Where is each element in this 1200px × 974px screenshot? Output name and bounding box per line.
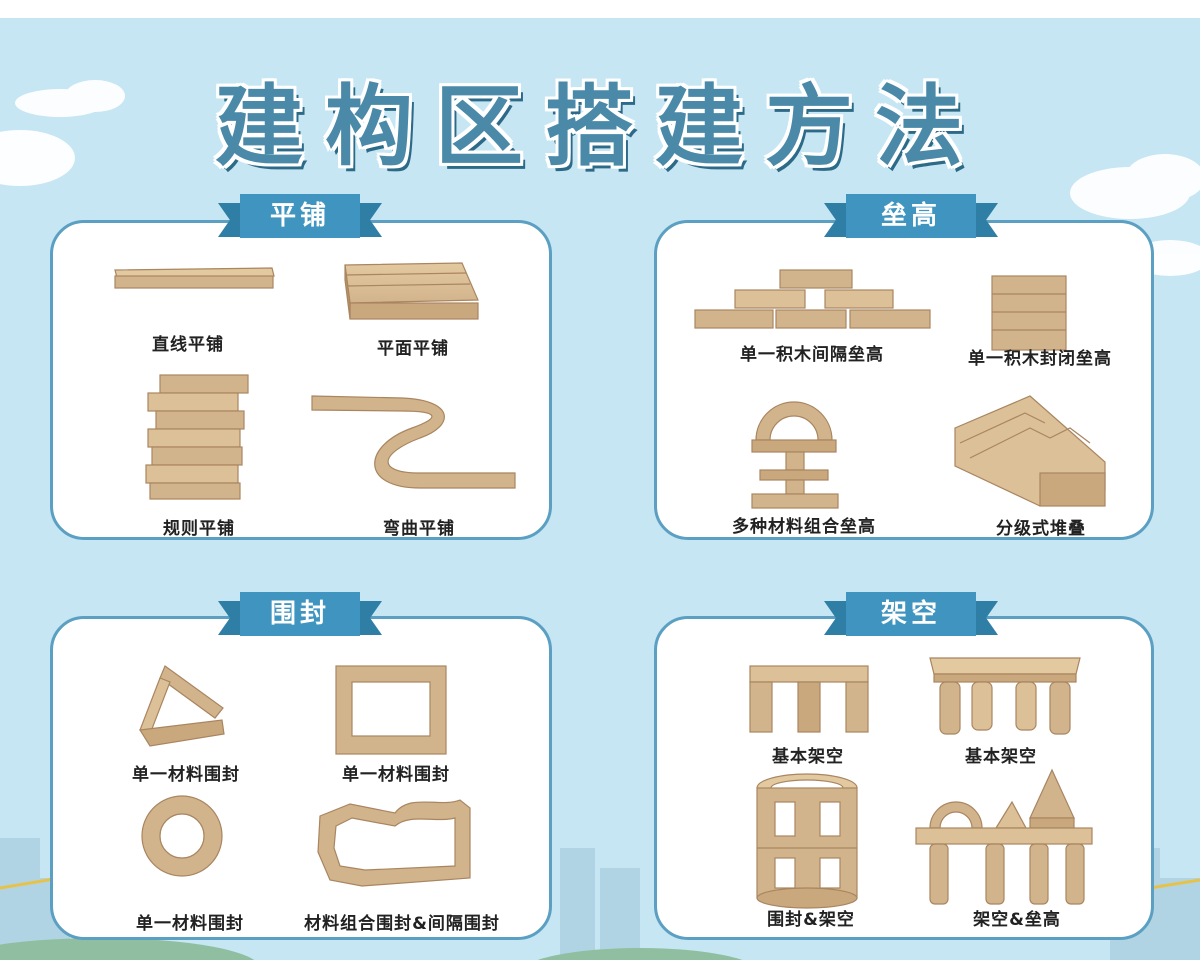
section-heading-enclosure: 围封 <box>218 592 382 636</box>
arch-bridge-icon <box>749 665 869 733</box>
item-label-ring-enclosure: 单一材料围封 <box>136 914 244 934</box>
ring-enclosure-icon <box>141 795 223 877</box>
item-label-elevated-stack: 架空&垒高 <box>973 910 1061 930</box>
block-illustrations <box>114 262 1106 909</box>
item-label-regular-stack: 规则平铺 <box>163 519 235 539</box>
item-label-spaced-stack: 单一积木间隔垒高 <box>740 345 884 365</box>
item-label-flat-plane: 平面平铺 <box>377 339 449 359</box>
item-label-triangle-enclosure: 单一材料围封 <box>132 765 240 785</box>
item-label-closed-stack: 单一积木封闭垒高 <box>968 349 1112 369</box>
panel-enclosure <box>50 616 552 940</box>
item-label-straight-line: 直线平铺 <box>152 335 224 355</box>
staircase-stack-icon <box>954 395 1106 507</box>
item-label-combined-enclosure: 材料组合围封&间隔围封 <box>304 914 500 934</box>
section-heading-flat-laying: 平铺 <box>218 194 382 238</box>
item-label-staircase: 分级式堆叠 <box>996 519 1086 539</box>
regular-stack-block-icon <box>145 374 249 500</box>
poster: 建构区搭建方法 平铺 垒高 围封 架空 <box>0 18 1200 960</box>
cylinder-tower-icon <box>756 773 858 909</box>
item-label-square-enclosure: 单一材料围封 <box>342 765 450 785</box>
section-heading-elevated: 架空 <box>824 592 998 636</box>
column-bridge-icon <box>929 657 1081 735</box>
item-label-mixed-material: 多种材料组合垒高 <box>732 517 876 537</box>
closed-stack-block-icon <box>991 275 1067 351</box>
curved-block-icon <box>311 395 516 489</box>
elevated-stack-icon <box>915 768 1093 905</box>
item-label-cylinder-tower: 围封&架空 <box>767 910 855 930</box>
flat-plane-block-icon <box>344 262 479 320</box>
square-enclosure-icon <box>335 665 447 755</box>
spaced-stack-block-icon <box>694 269 931 329</box>
section-heading-stacking: 垒高 <box>824 194 998 238</box>
item-label-curved: 弯曲平铺 <box>383 519 455 539</box>
combined-enclosure-icon <box>317 799 471 887</box>
triangle-enclosure-icon <box>138 665 225 747</box>
page-title: 建构区搭建方法 <box>214 75 985 178</box>
item-label-arch-bridge: 基本架空 <box>772 747 844 767</box>
item-label-column-bridge: 基本架空 <box>965 747 1037 767</box>
straight-line-block-icon <box>114 267 275 289</box>
mixed-material-stack-icon <box>751 401 839 509</box>
